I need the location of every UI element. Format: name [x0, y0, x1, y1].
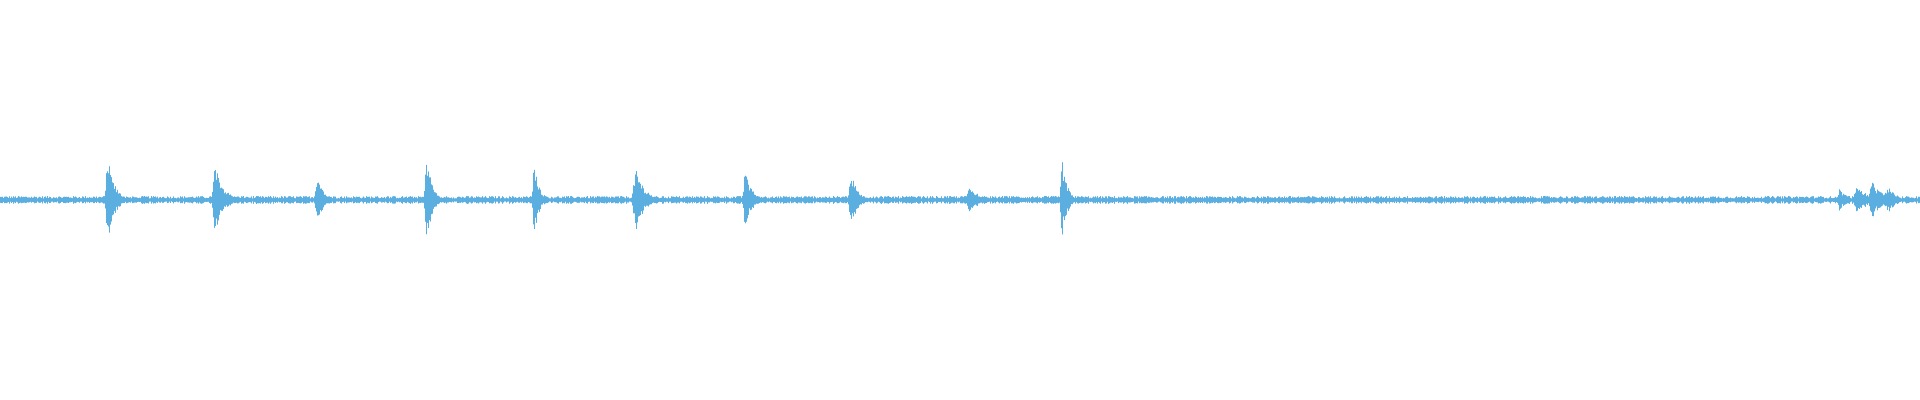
waveform-trace: [0, 162, 1920, 235]
